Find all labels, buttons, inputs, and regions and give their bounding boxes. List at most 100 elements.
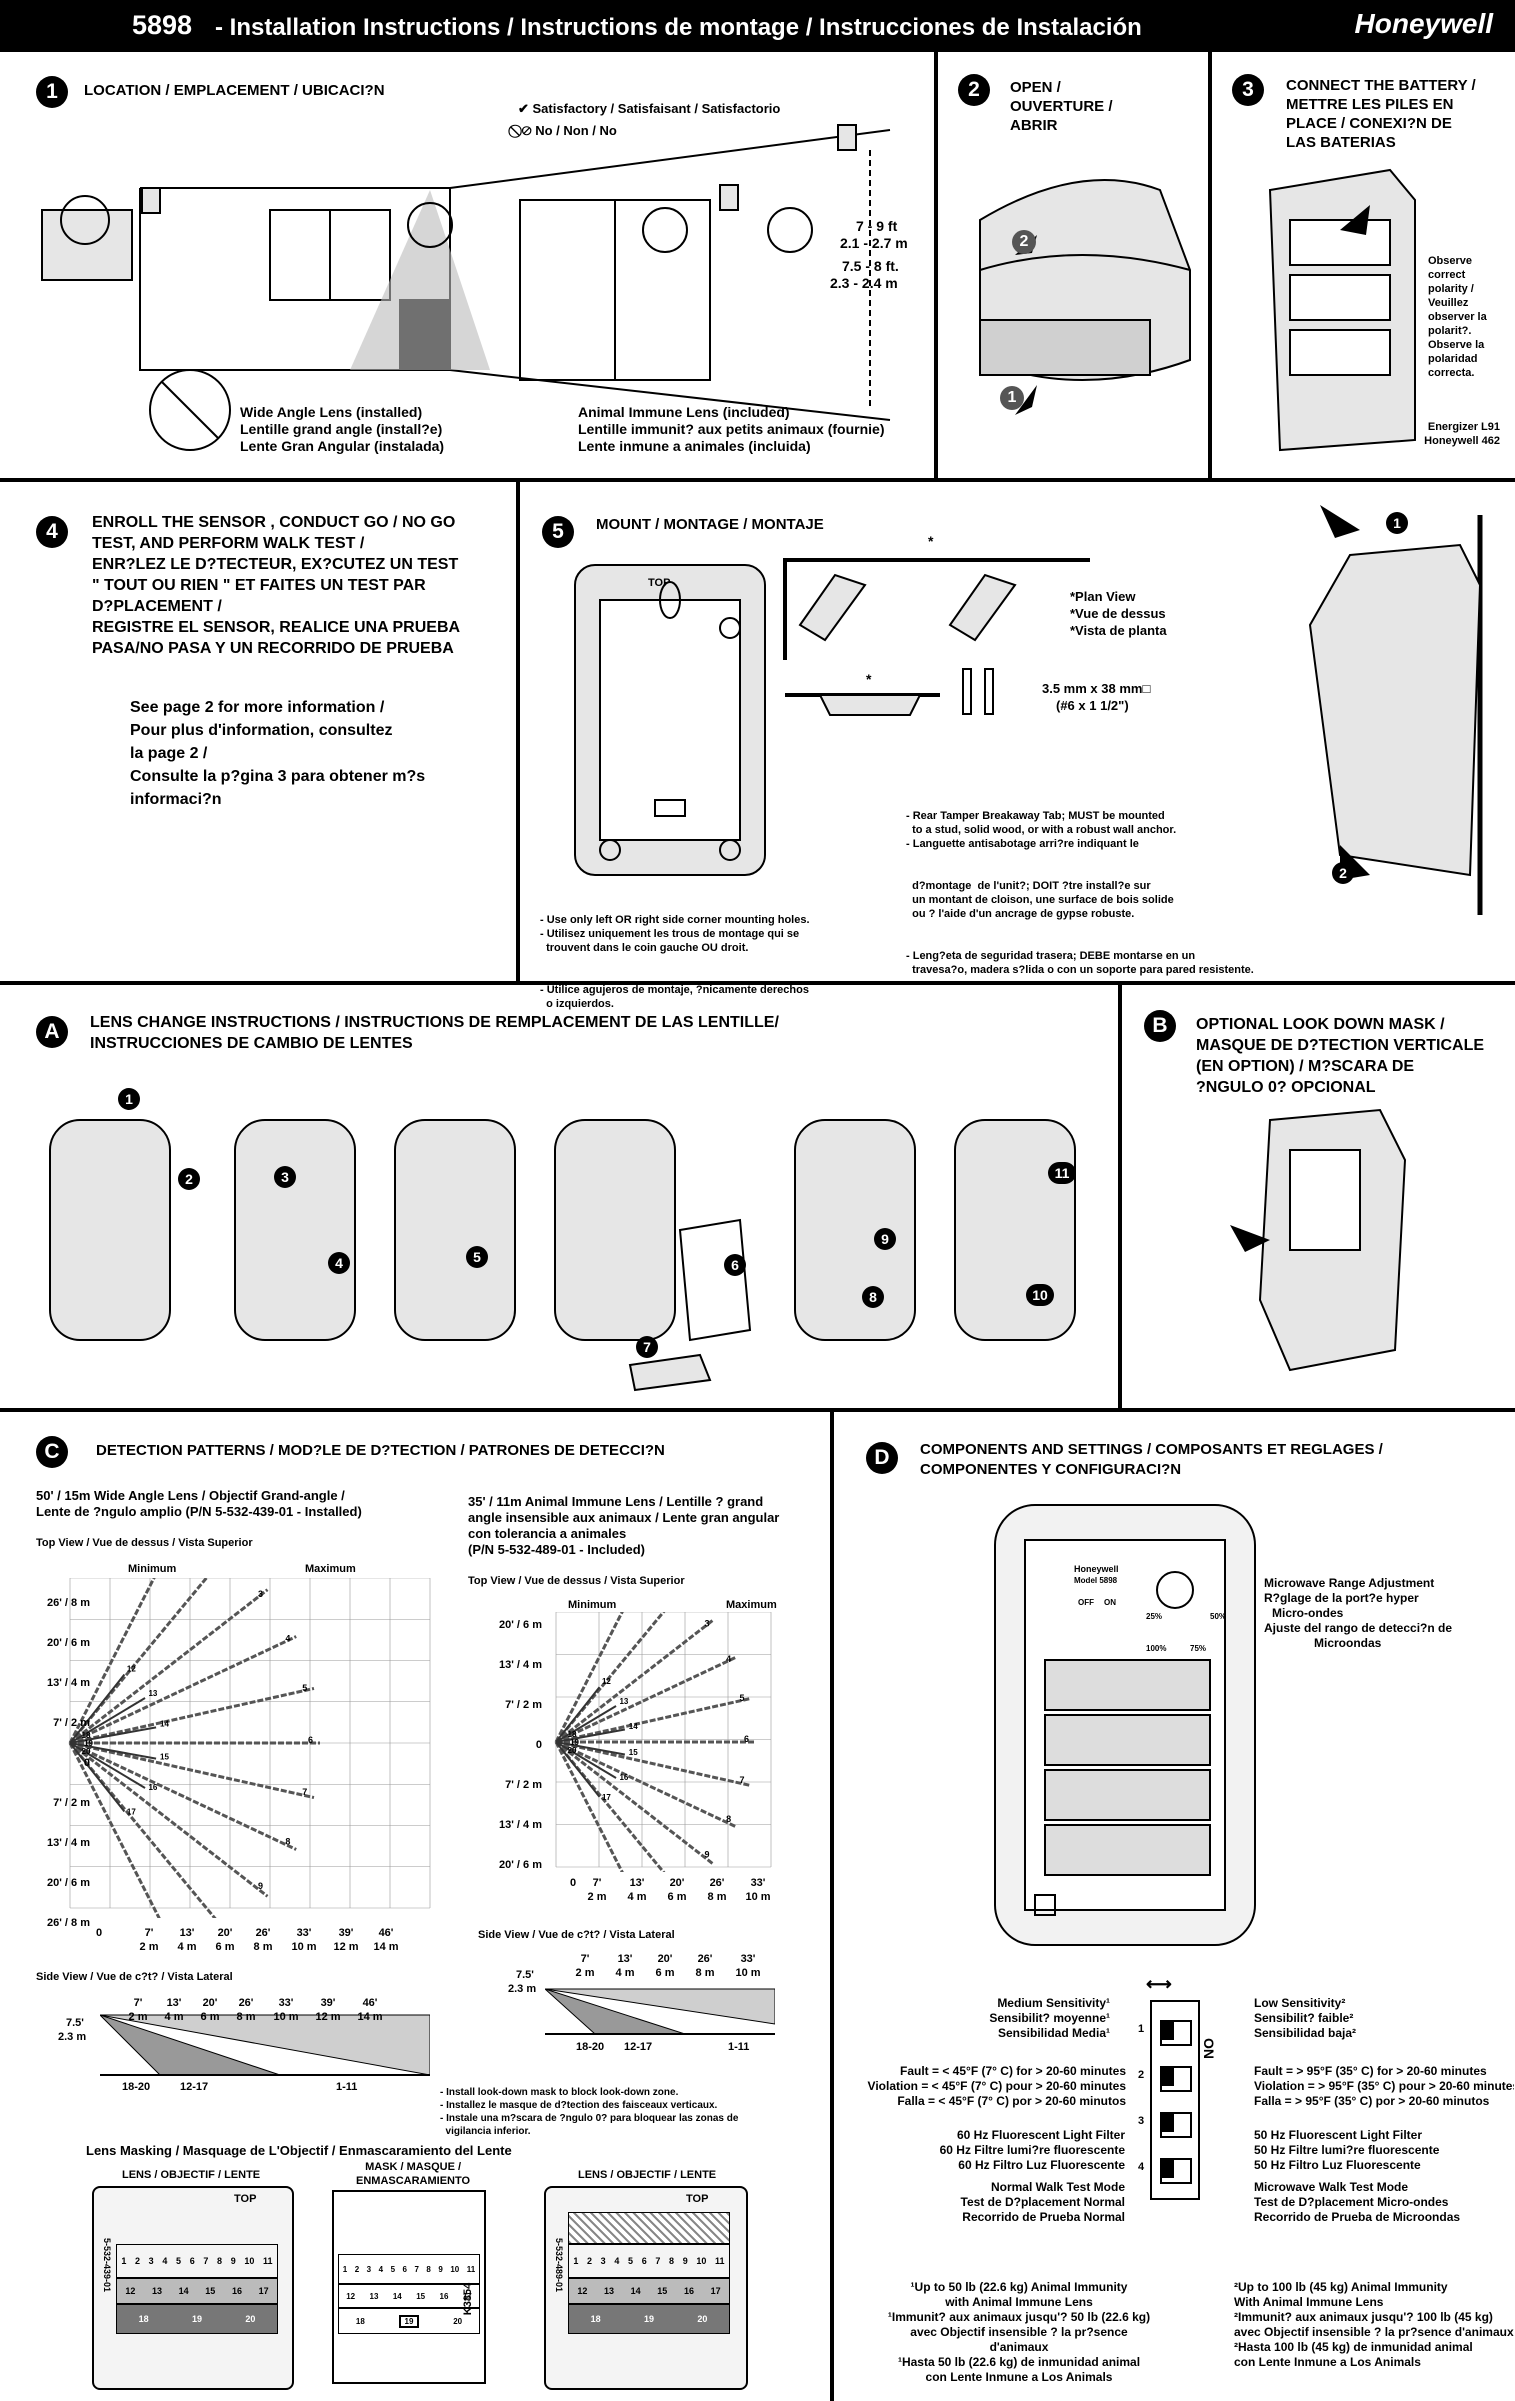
legend-ok: ✔ Satisfactory / Satisfaisant / Satisfac… [518,101,781,116]
zone-number: 8 [726,1814,731,1824]
page-title: - Installation Instructions / Instructio… [215,14,1142,41]
dip-switch-4[interactable] [1160,2158,1192,2184]
zone-number: 4 [285,1634,290,1644]
mount-height: 7.5'2.3 m [58,2017,87,2043]
x-tick-label: 39'12 m [333,1927,359,1953]
zone-number: 14 [629,1722,638,1731]
detection-beam [69,1635,297,1745]
divider [830,1410,834,2401]
zone-number: 14 [160,1720,169,1729]
x-tick-label: 0 [96,1927,103,1939]
side-view-label: Side View / Vue de c?t? / Vista Lateral [478,1929,675,1941]
maximum-label: Maximum [726,1599,777,1611]
double-arrow-icon: ⟷ [1146,1974,1172,1994]
on-label: ON [1201,2038,1217,2059]
brand-logo: Honeywell [1354,8,1493,39]
detection-beam-short [69,1742,146,1789]
mask-label: MASK / MASQUE /ENMASCARAMIENTO [356,2161,471,2187]
top-label: TOP [686,2193,709,2205]
detection-beam [69,1588,269,1745]
side-view-label: Side View / Vue de c?t? / Vista Lateral [36,1971,233,1983]
zone-number: 13 [148,1689,157,1698]
dip-switch-block[interactable] [1150,2000,1200,2200]
zone-number: 19 [570,1738,579,1747]
wide-angle-lens-text: Wide Angle Lens (installed)Lentille gran… [240,404,445,454]
y-tick-label: 0 [83,1757,90,1769]
pct-label: 100% [1146,1644,1167,1653]
zone-number: 7 [302,1787,307,1797]
mount-height: 7.5'2.3 m [508,1969,537,1995]
detection-beam-short [555,1741,626,1756]
divider [1118,983,1122,1408]
zone-number: 20 [82,1747,91,1756]
detection-beam-short [69,1742,126,1813]
dip-switch-3[interactable] [1160,2112,1192,2138]
detection-beam [555,1696,752,1744]
zone-number: 5 [739,1693,744,1703]
detection-beam-short [69,1673,126,1744]
y-tick-label: 13' / 4 m [499,1819,542,1831]
detection-beam [69,1686,315,1745]
step-letter: B [1144,1010,1176,1042]
zone-number: 3 [258,1589,263,1599]
zone-number: 16 [619,1773,628,1782]
mask-code: K3854 [462,2282,475,2316]
zone-number: 16 [148,1783,157,1792]
x-tick-label: 46'14 m [357,1997,383,2023]
y-tick-label: 0 [535,1739,542,1751]
switch-num: 1 [1138,2023,1145,2035]
section-title: COMPONENTS AND SETTINGS / COMPOSANTS ET … [920,1441,1383,1478]
divider [0,478,1515,482]
zone-number: 17 [602,1793,611,1802]
zone-label: 18-20 [122,2081,151,2093]
detection-beam-short [555,1686,601,1743]
y-tick-label: 20' / 6 m [47,1877,90,1889]
x-tick-label: 26'8 m [695,1953,715,1979]
plan-view-label: *Plan View*Vue de dessus*Vista de planta [1070,589,1167,638]
plan-view-illustration [783,558,1090,716]
room-illustration [41,124,891,451]
switch-num: 2 [1138,2069,1145,2081]
dip-switch-1[interactable] [1160,2020,1192,2046]
battery-illustration [1268,168,1416,452]
detection-beam [69,1741,269,1898]
animal-lens-title: 35' / 11m Animal Immune Lens / Lentille … [468,1494,780,1557]
arrow-step-label: 5 [466,1246,488,1268]
animal-x-axis: 0 7'2 m 13'4 m 20'6 m 26'8 m 33'10 m [570,1876,790,1906]
zone-number: 9 [258,1881,263,1891]
dip-switch-2[interactable] [1160,2066,1192,2092]
section-title: LENS CHANGE INSTRUCTIONS / INSTRUCTIONS … [90,1014,779,1052]
see-page-text: See page 2 for more information /Pour pl… [130,699,426,808]
zone-label: 12-17 [180,2081,209,2093]
step-number: 5 [542,516,574,548]
detection-beam [68,1742,161,1918]
board-off: OFF [1078,1598,1094,1607]
open-sensor-illustration [979,179,1191,415]
height-label: 7 - 9 ft 2.1 - 2.7 m [840,218,908,251]
animal-side-view-chart [545,1988,775,2035]
page-header: 5898 - Installation Instructions / Instr… [0,0,1515,52]
zone-label: 1-11 [336,2081,358,2093]
lens-masking-title: Lens Masking / Masquage de L'Objectif / … [86,2143,512,2158]
detection-beam [554,1612,624,1743]
zone-number: 12 [602,1677,611,1686]
zone-number: 20 [568,1746,577,1755]
sensor-board-illustration [994,1504,1256,1946]
x-tick-label: 13'4 m [615,1953,635,1979]
detection-beam [555,1740,738,1829]
x-tick-label: 39'12 m [315,1997,341,2023]
star-marker: * [928,533,934,549]
model-number: 5898 [132,10,193,40]
x-tick-label: 7'2 m [139,1927,159,1953]
divider [0,1408,1515,1412]
